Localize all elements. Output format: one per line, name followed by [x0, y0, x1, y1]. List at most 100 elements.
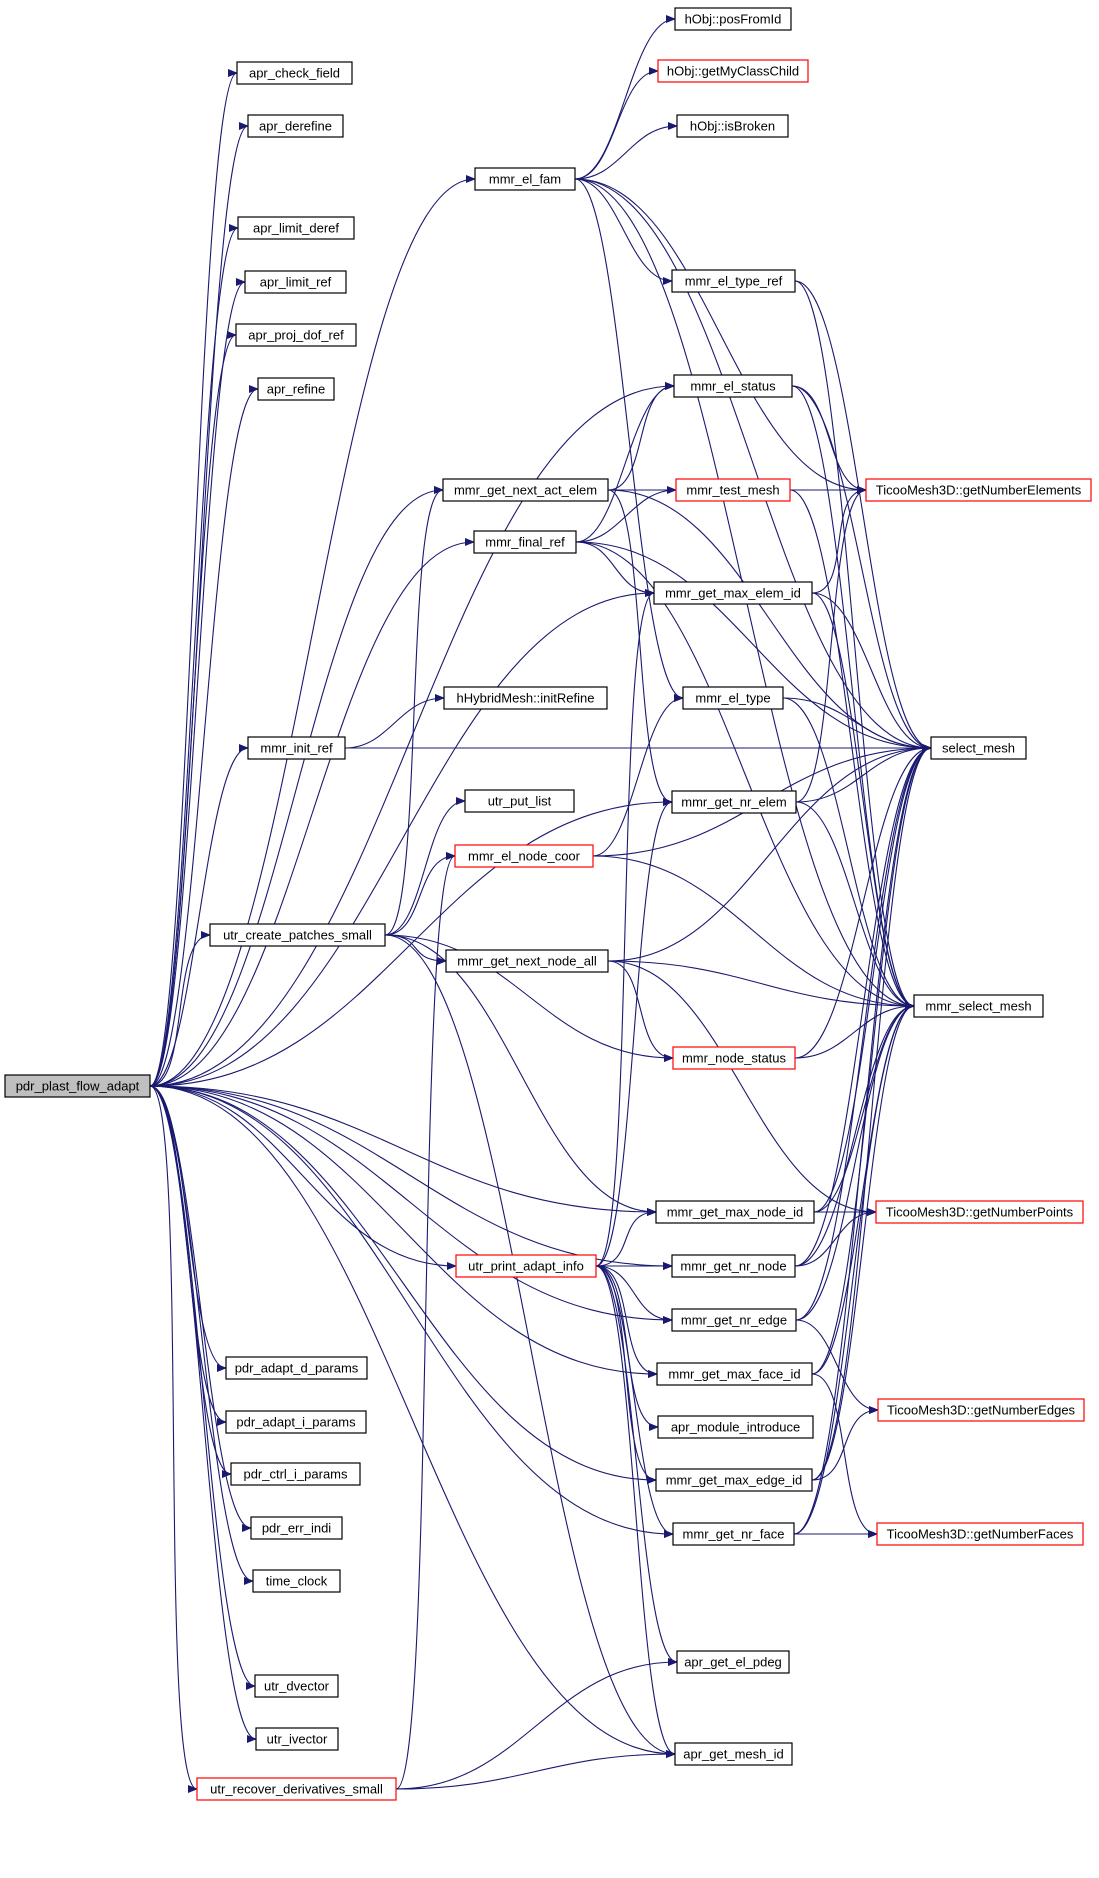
node-mmr-get-next-node-all[interactable]: mmr_get_next_node_all — [445, 949, 609, 973]
node-mmr-get-nr-node[interactable]: mmr_get_nr_node — [671, 1254, 796, 1278]
node-mmr-el-type-ref[interactable]: mmr_el_type_ref — [671, 269, 796, 293]
call-edge — [782, 697, 915, 1010]
node-mmr-final-ref[interactable]: mmr_final_ref — [473, 530, 577, 554]
call-edge — [595, 1265, 658, 1378]
node-mmr-el-fam[interactable]: mmr_el_fam — [474, 167, 576, 191]
node-box — [930, 736, 1027, 760]
node-ticoomesh3d-getnumberedges[interactable]: TicooMesh3D::getNumberEdges — [877, 1398, 1085, 1422]
node-label: mmr_el_fam — [489, 172, 561, 187]
node-apr-get-el-pdeg[interactable]: apr_get_el_pdeg — [676, 1650, 790, 1674]
node-pdr-err-indi[interactable]: pdr_err_indi — [250, 1516, 343, 1540]
node-pdr-adapt-i-params[interactable]: pdr_adapt_i_params — [225, 1410, 367, 1434]
call-edge — [811, 1002, 915, 1481]
node-box — [676, 114, 789, 138]
node-utr-recover-derivatives-small[interactable]: utr_recover_derivatives_small — [196, 1777, 397, 1801]
call-edge — [575, 382, 675, 543]
node-label: TicooMesh3D::getNumberPoints — [886, 1205, 1074, 1220]
node-apr-refine[interactable]: apr_refine — [257, 377, 335, 401]
node-box — [445, 949, 609, 973]
node-mmr-get-nr-elem[interactable]: mmr_get_nr_elem — [671, 790, 797, 814]
node-apr-proj-dof-ref[interactable]: apr_proj_dof_ref — [235, 323, 357, 347]
node-box — [442, 478, 609, 502]
node-box — [225, 1356, 368, 1380]
node-apr-module-introduce[interactable]: apr_module_introduce — [657, 1415, 814, 1439]
node-pdr-adapt-d-params[interactable]: pdr_adapt_d_params — [225, 1356, 368, 1380]
node-mmr-get-max-face-id[interactable]: mmr_get_max_face_id — [656, 1362, 813, 1386]
node-box — [671, 1254, 796, 1278]
node-mmr-select-mesh[interactable]: mmr_select_mesh — [913, 994, 1044, 1018]
call-edge — [791, 385, 867, 494]
node-utr-dvector[interactable]: utr_dvector — [254, 1674, 339, 1698]
node-pdr-ctrl-i-params[interactable]: pdr_ctrl_i_params — [230, 1462, 361, 1486]
call-edge — [384, 934, 676, 1758]
node-ticoomesh3d-getnumberelements[interactable]: TicooMesh3D::getNumberElements — [865, 478, 1092, 502]
node-label: time_clock — [266, 1574, 328, 1589]
node-mmr-get-max-node-id[interactable]: mmr_get_max_node_id — [655, 1200, 815, 1224]
node-box — [657, 1415, 814, 1439]
call-edge — [811, 1373, 878, 1538]
call-edge — [607, 960, 877, 1216]
node-hobj-posfromid[interactable]: hObj::posFromId — [674, 7, 792, 31]
node-label: apr_limit_deref — [253, 221, 339, 236]
node-mmr-init-ref[interactable]: mmr_init_ref — [247, 736, 346, 760]
call-edge — [575, 541, 915, 1010]
node-apr-limit-ref[interactable]: apr_limit_ref — [244, 270, 347, 294]
node-mmr-get-max-elem-id[interactable]: mmr_get_max_elem_id — [653, 581, 813, 605]
node-utr-create-patches-small[interactable]: utr_create_patches_small — [209, 923, 386, 947]
node-apr-check-field[interactable]: apr_check_field — [236, 61, 353, 85]
node-mmr-get-nr-edge[interactable]: mmr_get_nr_edge — [671, 1308, 797, 1332]
node-apr-derefine[interactable]: apr_derefine — [247, 114, 344, 138]
node-box — [255, 1727, 339, 1751]
call-edge — [384, 852, 456, 936]
call-edge — [595, 1265, 674, 1538]
call-edge — [595, 1265, 673, 1324]
node-label: mmr_el_node_coor — [468, 849, 581, 864]
call-edge — [607, 960, 674, 1062]
node-utr-print-adapt-info[interactable]: utr_print_adapt_info — [455, 1254, 597, 1278]
call-edge — [149, 1085, 673, 1324]
node-mmr-get-max-edge-id[interactable]: mmr_get_max_edge_id — [655, 1468, 813, 1492]
call-edge — [811, 744, 932, 1375]
node-box — [209, 923, 386, 947]
node-time-clock[interactable]: time_clock — [252, 1569, 341, 1593]
node-mmr-node-status[interactable]: mmr_node_status — [672, 1046, 796, 1070]
node-box — [656, 1362, 813, 1386]
node-mmr-get-nr-face[interactable]: mmr_get_nr_face — [672, 1522, 795, 1546]
node-ticoomesh3d-getnumberpoints[interactable]: TicooMesh3D::getNumberPoints — [875, 1200, 1084, 1224]
call-edge — [793, 744, 932, 1535]
node-select-mesh[interactable]: select_mesh — [930, 736, 1027, 760]
call-edge — [149, 1085, 254, 1585]
node-mmr-el-type[interactable]: mmr_el_type — [682, 686, 784, 710]
node-mmr-el-status[interactable]: mmr_el_status — [673, 374, 793, 398]
node-box — [250, 1516, 343, 1540]
node-utr-ivector[interactable]: utr_ivector — [255, 1727, 339, 1751]
node-mmr-get-next-act-elem[interactable]: mmr_get_next_act_elem — [442, 478, 609, 502]
call-edge — [149, 224, 239, 1087]
node-hobj-isbroken[interactable]: hObj::isBroken — [676, 114, 789, 138]
node-hobj-getmyclasschild[interactable]: hObj::getMyClassChild — [657, 59, 809, 83]
node-box — [674, 7, 792, 31]
node-label: mmr_get_nr_elem — [681, 795, 787, 810]
node-ticoomesh3d-getnumberfaces[interactable]: TicooMesh3D::getNumberFaces — [876, 1522, 1084, 1546]
node-utr-put-list[interactable]: utr_put_list — [464, 789, 575, 813]
node-apr-get-mesh-id[interactable]: apr_get_mesh_id — [674, 1742, 793, 1766]
node-mmr-el-node-coor[interactable]: mmr_el_node_coor — [454, 844, 594, 868]
call-edge — [595, 1265, 678, 1666]
node-hhybridmesh-initrefine[interactable]: hHybridMesh::initRefine — [443, 686, 608, 710]
call-edge — [149, 1085, 657, 1216]
call-edge — [384, 486, 444, 936]
call-edge — [795, 744, 932, 1321]
call-edge — [811, 744, 932, 1481]
node-box — [672, 1046, 796, 1070]
node-label: mmr_get_max_edge_id — [666, 1473, 803, 1488]
call-edge — [149, 1085, 252, 1532]
node-label: mmr_el_status — [690, 379, 776, 394]
node-box — [671, 269, 796, 293]
node-label: mmr_get_nr_edge — [681, 1313, 787, 1328]
node-label: mmr_get_next_act_elem — [454, 483, 597, 498]
call-edge — [794, 280, 915, 1010]
node-apr-limit-deref[interactable]: apr_limit_deref — [237, 216, 355, 240]
node-mmr-test-mesh[interactable]: mmr_test_mesh — [675, 478, 791, 502]
call-edge — [149, 331, 237, 1087]
node-pdr-plast-flow-adapt[interactable]: pdr_plast_flow_adapt — [4, 1074, 151, 1098]
